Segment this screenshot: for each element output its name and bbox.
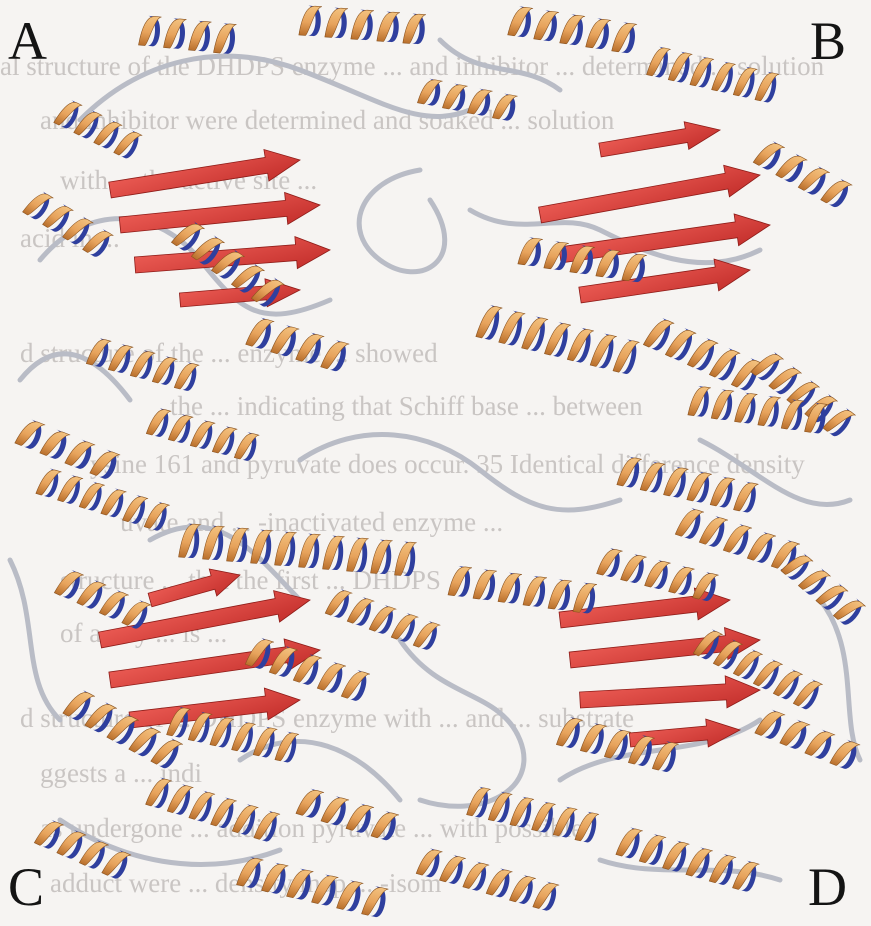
alpha-helix <box>54 97 143 160</box>
alpha-helix <box>647 45 779 103</box>
alpha-helix <box>139 15 237 54</box>
beta-strand-arrow <box>118 189 321 241</box>
alpha-helix <box>325 587 440 652</box>
beta-strand-arrow <box>537 159 763 230</box>
alpha-helix <box>146 776 281 843</box>
alpha-helix <box>781 549 866 627</box>
coil-loop <box>80 56 470 120</box>
alpha-helix <box>643 315 762 392</box>
alpha-helix <box>15 417 120 481</box>
alpha-helix <box>246 316 350 373</box>
alpha-helix <box>597 546 719 602</box>
panel-label-b: B <box>810 14 846 68</box>
alpha-helix <box>179 523 417 576</box>
alpha-helix <box>86 336 199 392</box>
alpha-helix <box>467 785 599 843</box>
alpha-helix <box>146 406 259 462</box>
alpha-helix <box>755 707 860 771</box>
alpha-helix <box>63 687 183 771</box>
panel-label-d: D <box>808 860 847 914</box>
alpha-helix <box>448 565 597 614</box>
alpha-helix <box>508 5 637 54</box>
alpha-helix <box>751 348 856 439</box>
coil-loops <box>10 40 860 880</box>
coil-loop <box>359 170 445 272</box>
alpha-helix <box>237 855 389 918</box>
alpha-helix <box>476 304 640 376</box>
beta-strand-arrow <box>128 684 302 736</box>
beta-strand-arrow <box>598 116 723 164</box>
alpha-helix <box>416 847 559 913</box>
alpha-helix <box>675 506 800 573</box>
panel-label-a: A <box>8 14 47 68</box>
coil-loop <box>10 560 60 720</box>
beta-strand-arrow <box>146 562 243 614</box>
alpha-helix <box>54 567 151 631</box>
beta-strand-arrow <box>579 674 761 716</box>
alpha-helix <box>299 5 426 45</box>
alpha-helix <box>753 138 852 210</box>
beta-strand-arrow <box>108 144 303 206</box>
alpha-helix <box>23 188 114 259</box>
alpha-helix <box>296 787 399 842</box>
panel-label-c: C <box>8 860 44 914</box>
coil-loop <box>300 435 620 510</box>
alpha-helix <box>616 826 760 894</box>
coil-loop <box>440 40 560 90</box>
coil-loop <box>400 640 524 806</box>
